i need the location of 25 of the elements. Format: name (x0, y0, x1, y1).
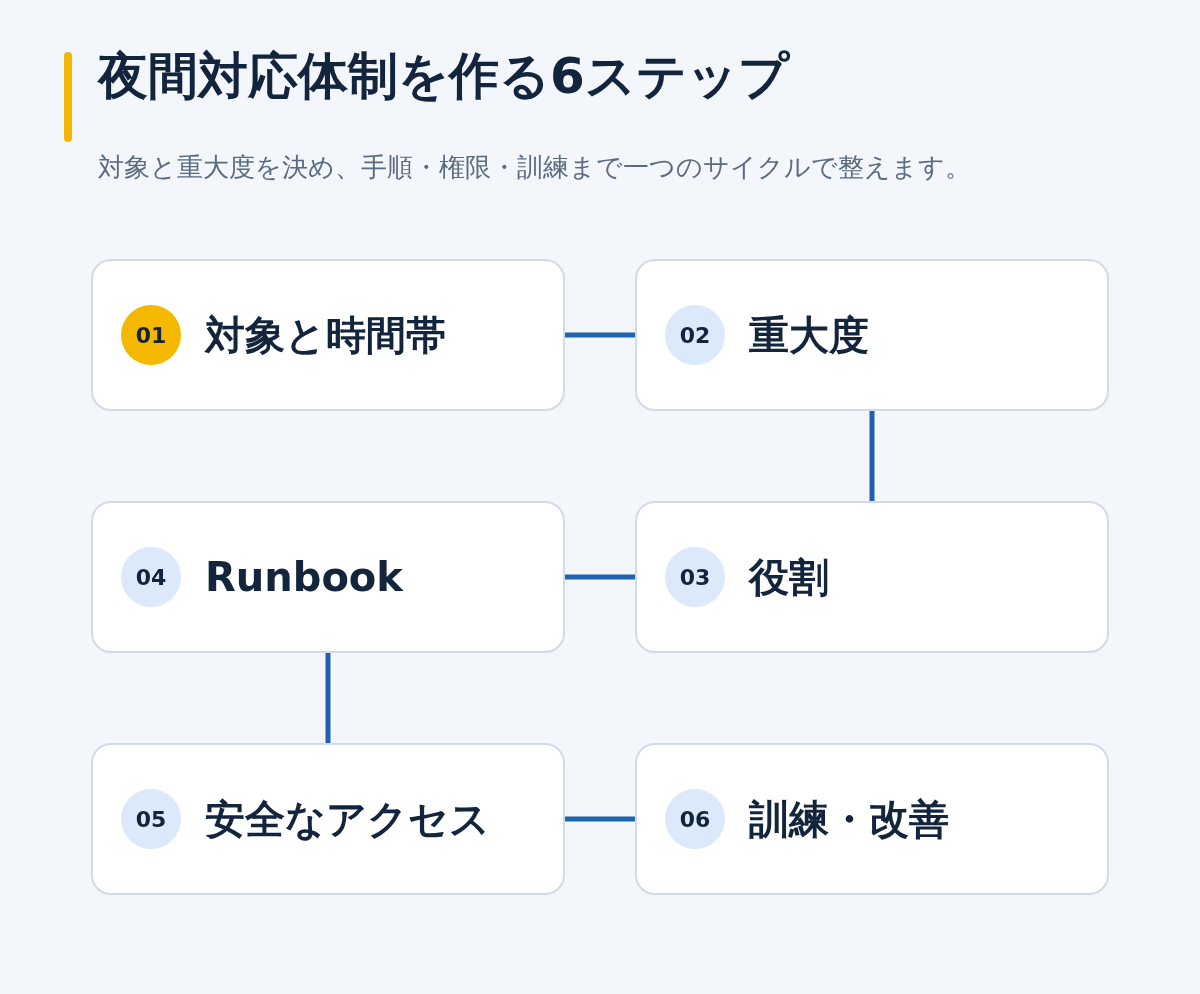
step-card (635, 743, 1109, 895)
step-title: 役割 (749, 553, 829, 602)
step-card (635, 501, 1109, 653)
step-title: 訓練・改善 (749, 795, 949, 844)
step-number-badge: 05 (121, 789, 181, 849)
connector-line (565, 816, 635, 822)
step-title: 重大度 (749, 311, 869, 360)
step-number-badge: 01 (121, 305, 181, 365)
step-title: 安全なアクセス (205, 795, 490, 844)
title: 夜間対応体制を作る6ステップ (98, 46, 789, 107)
connector-line (565, 332, 635, 338)
connector-line (325, 653, 331, 743)
step-card (91, 743, 565, 895)
step-number-badge: 03 (665, 547, 725, 607)
step-title: 対象と時間帯 (205, 311, 446, 360)
step-card (91, 501, 565, 653)
step-card (635, 259, 1109, 411)
connector-line (565, 574, 635, 580)
step-title: Runbook (205, 553, 403, 602)
step-number-badge: 04 (121, 547, 181, 607)
step-number-badge: 06 (665, 789, 725, 849)
step-number-badge: 02 (665, 305, 725, 365)
step-card (91, 259, 565, 411)
connector-line (869, 411, 875, 501)
subtitle: 対象と重大度を決め、手順・権限・訓練まで一つのサイクルで整えます。 (98, 151, 971, 184)
